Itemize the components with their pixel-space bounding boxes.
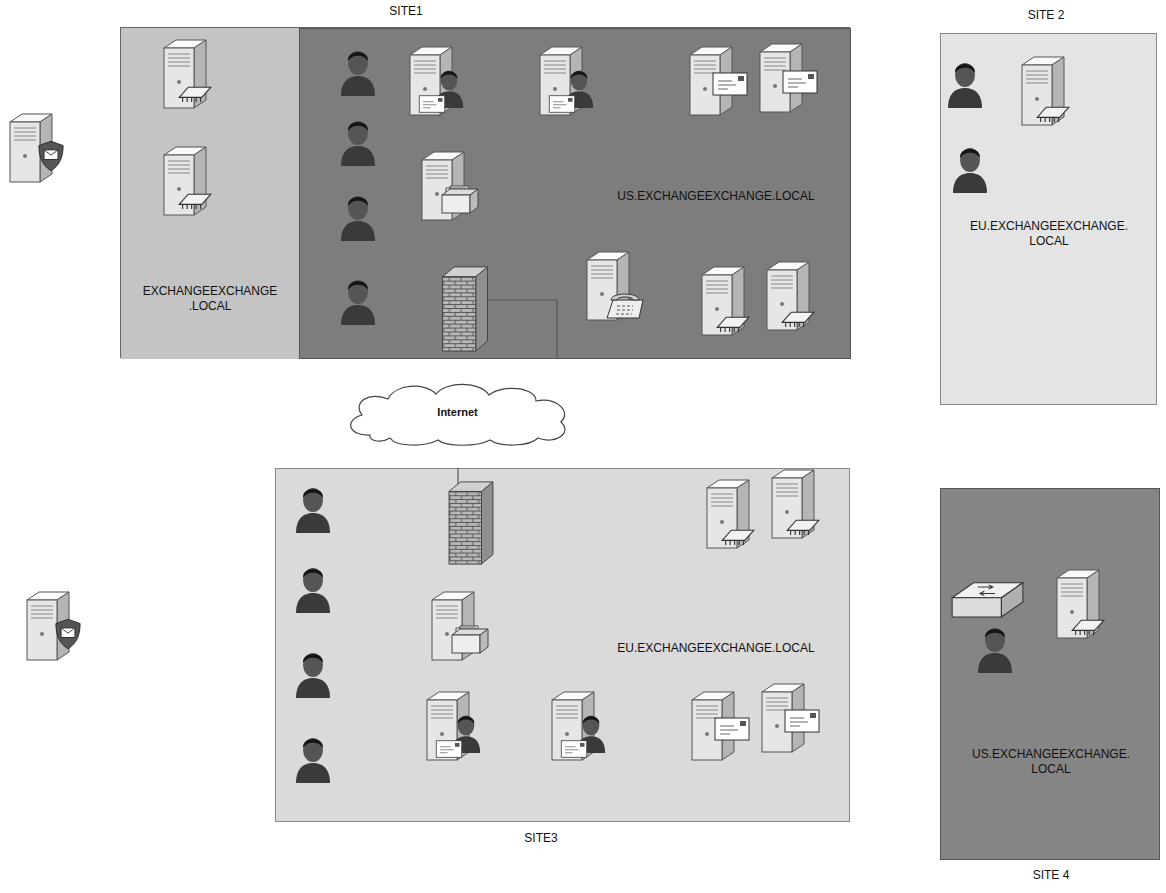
text-holder: SITE 4 xyxy=(1001,868,1101,883)
text-holder: EXCHANGEEXCHANGE .LOCAL xyxy=(131,284,289,314)
site-box: SITE 2EU.EXCHANGEEXCHANGE. LOCAL xyxy=(940,33,1157,405)
site-heading: SITE 4 xyxy=(1001,868,1101,883)
site-heading: SITE3 xyxy=(491,831,591,846)
domain-label: EXCHANGEEXCHANGE .LOCAL xyxy=(131,284,289,314)
text-holder: SITE1 xyxy=(356,4,456,19)
site-box: EXCHANGEEXCHANGE .LOCAL US.EXCHANGEEXCHAN… xyxy=(120,27,850,358)
text-holder: US.EXCHANGEEXCHANGE. LOCAL xyxy=(971,747,1131,777)
domain-panel: EXCHANGEEXCHANGE .LOCAL xyxy=(121,28,299,359)
site-heading: SITE1 xyxy=(356,4,456,19)
domain-label: EU.EXCHANGEEXCHANGE. LOCAL xyxy=(969,219,1129,249)
text-holder: EU.EXCHANGEEXCHANGE.LOCAL xyxy=(591,641,841,656)
domain-label: US.EXCHANGEEXCHANGE. LOCAL xyxy=(971,747,1131,777)
domain-label: EU.EXCHANGEEXCHANGE.LOCAL xyxy=(591,641,841,656)
text-holder: US.EXCHANGEEXCHANGE.LOCAL xyxy=(600,189,832,204)
site-box: EU.EXCHANGEEXCHANGE.LOCALSITE3 xyxy=(275,468,850,822)
text-holder: SITE 2 xyxy=(991,8,1101,23)
internet-cloud: Internet xyxy=(340,380,575,448)
domain-panel: US.EXCHANGEEXCHANGE.LOCAL xyxy=(299,28,851,359)
domain-label: Internet xyxy=(340,406,575,420)
text-holder: EU.EXCHANGEEXCHANGE. LOCAL xyxy=(969,219,1129,249)
text-holder: Internet xyxy=(340,406,575,420)
domain-label: US.EXCHANGEEXCHANGE.LOCAL xyxy=(600,189,832,204)
text-holder: SITE3 xyxy=(491,831,591,846)
site-heading: SITE 2 xyxy=(991,8,1101,23)
server-icons xyxy=(10,40,1104,783)
site-box: US.EXCHANGEEXCHANGE. LOCALSITE 4 xyxy=(940,488,1160,860)
